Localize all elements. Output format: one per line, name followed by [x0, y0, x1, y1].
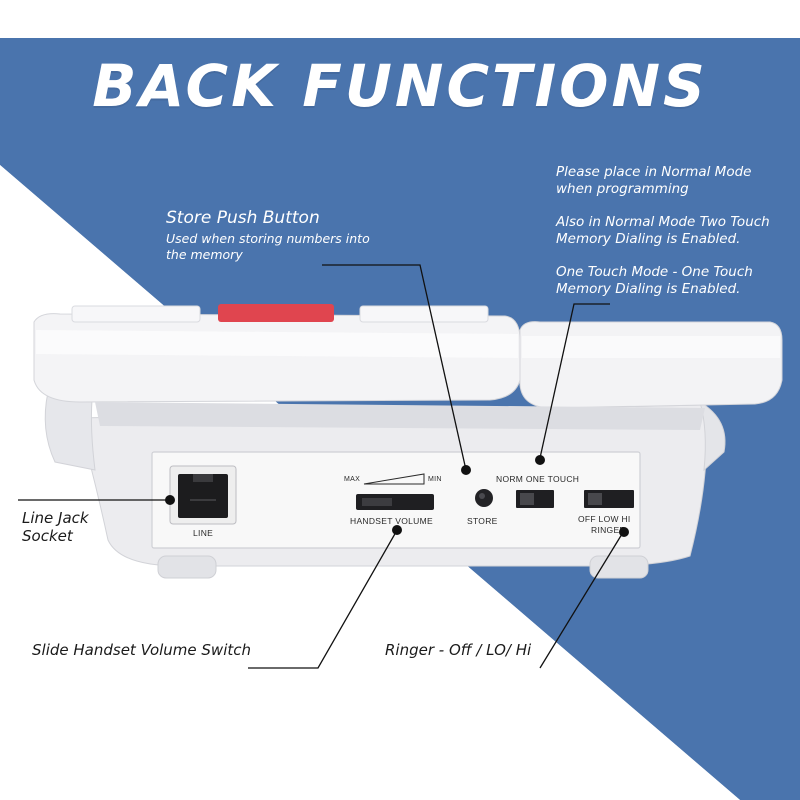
- handset-end-face: [522, 336, 780, 358]
- phone-illustration: [33, 304, 783, 579]
- note-line: One Touch Mode - One Touch: [556, 264, 753, 280]
- mode-switch-icon: [516, 490, 554, 508]
- store-callout-heading: Store Push Button: [166, 208, 320, 228]
- off-low-hi-label: OFF LOW HI: [578, 514, 631, 524]
- handset-end: [519, 321, 783, 409]
- phone-side-left: [44, 391, 96, 471]
- one-touch-note: One Touch Mode - One Touch Memory Dialin…: [556, 264, 753, 298]
- top-key-right: [359, 305, 489, 323]
- store-button-icon: [475, 489, 493, 507]
- store-label: STORE: [467, 516, 498, 526]
- max-label: MAX: [344, 476, 361, 483]
- min-label: MIN: [428, 476, 442, 483]
- normal-mode-note: Please place in Normal Mode when program…: [556, 164, 751, 198]
- ringer-switch-icon: [584, 490, 634, 508]
- ringer-label: RINGER: [591, 525, 626, 535]
- volume-switch-callout: Slide Handset Volume Switch: [32, 641, 252, 659]
- page-title: BACK FUNCTIONS: [92, 52, 708, 120]
- line-label: LINE: [193, 528, 214, 538]
- top-key-red: [218, 304, 334, 322]
- left-foot: [157, 555, 217, 579]
- note-line: Please place in Normal Mode: [556, 164, 752, 180]
- rj11-jack-icon: [169, 465, 237, 525]
- store-desc-line: Used when storing numbers into: [166, 231, 370, 246]
- top-key-left: [71, 305, 201, 323]
- handset-volume-label: HANDSET VOLUME: [350, 516, 433, 526]
- line-jack-callout: Line Jack Socket: [22, 509, 89, 545]
- phone-side-right: [699, 400, 726, 472]
- phone-top-face: [36, 330, 518, 358]
- right-foot: [589, 555, 649, 579]
- note-line: Also in Normal Mode Two Touch: [556, 214, 770, 230]
- line-jack-line: Socket: [22, 527, 73, 545]
- mode-label: NORM ONE TOUCH: [496, 474, 580, 484]
- note-line: Memory Dialing is Enabled.: [556, 231, 741, 247]
- note-line: when programming: [556, 181, 689, 197]
- ringer-callout: Ringer - Off / LO/ Hi: [385, 641, 532, 659]
- note-line: Memory Dialing is Enabled.: [556, 281, 741, 297]
- line-jack-line: Line Jack: [22, 509, 89, 527]
- store-callout-desc: Used when storing numbers into the memor…: [166, 231, 370, 263]
- store-desc-line: the memory: [166, 247, 243, 262]
- phone-top-body: [33, 313, 521, 403]
- volume-slider-icon: [356, 473, 434, 510]
- two-touch-note: Also in Normal Mode Two Touch Memory Dia…: [556, 214, 770, 248]
